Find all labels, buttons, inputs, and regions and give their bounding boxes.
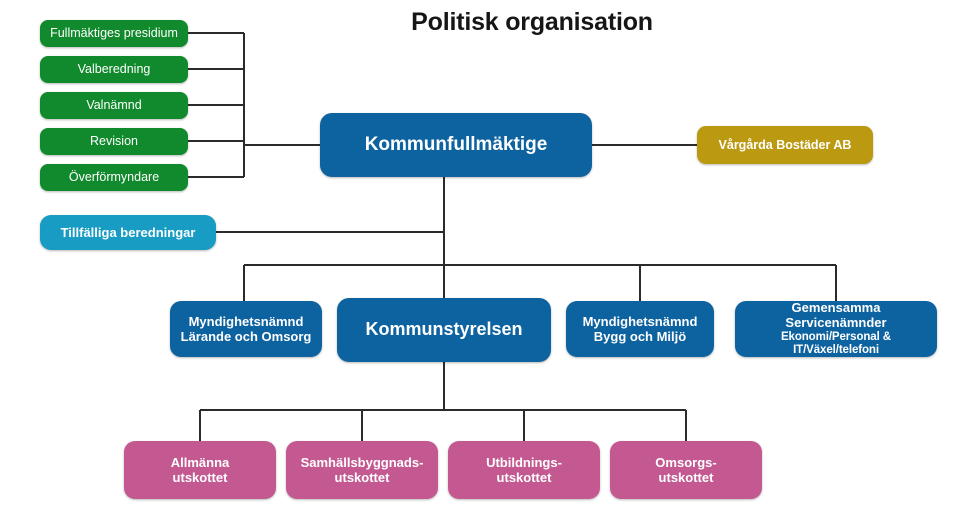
node-label: Valnämnd [86,98,142,113]
node-label-line2: Lärande och Omsorg [180,329,312,344]
node-label: Revision [90,134,138,149]
node-valnamnd[interactable]: Valnämnd [40,92,188,119]
node-label-line1: Omsorgs- [655,454,717,470]
node-vargarda-bostader-ab[interactable]: Vårgårda Bostäder AB [697,126,873,164]
node-kommunfullmaktige[interactable]: Kommunfullmäktige [320,113,592,177]
node-tillfalliga-beredningar[interactable]: Tillfälliga beredningar [40,215,216,250]
node-utbildnings-utskottet[interactable]: Utbildnings- utskottet [448,441,600,499]
node-label-line1: Gemensamma Servicenämnder [785,300,887,331]
node-overformyndare[interactable]: Överförmyndare [40,164,188,191]
node-label: Valberedning [77,62,151,77]
node-label: Kommunstyrelsen [365,319,523,340]
node-label-line1: Utbildnings- [486,454,562,470]
node-label-line1: Samhällsbyggnads- [300,454,424,470]
node-label-line1: Myndighetsnämnd [188,313,304,329]
node-kommunstyrelsen[interactable]: Kommunstyrelsen [337,298,551,362]
node-myndighetsnamnd-bygg-och-miljo[interactable]: Myndighetsnämnd Bygg och Miljö [566,301,714,357]
node-label-line2: utskottet [334,470,390,485]
node-samhallsbyggnads-utskottet[interactable]: Samhällsbyggnads- utskottet [286,441,438,499]
node-label-line2: utskottet [496,470,552,485]
node-fullmaktiges-presidium[interactable]: Fullmäktiges presidium [40,20,188,47]
node-gemensamma-servicenamnder[interactable]: Gemensamma Servicenämnder Ekonomi/Person… [735,300,937,357]
node-label: Tillfälliga beredningar [60,224,196,240]
node-label-line2: utskottet [172,470,228,485]
node-valberedning[interactable]: Valberedning [40,56,188,83]
node-label-line2: Ekonomi/Personal & IT/Växel/telefoni [780,330,892,357]
node-label-line1: Allmänna [170,454,230,470]
node-omsorgs-utskottet[interactable]: Omsorgs- utskottet [610,441,762,499]
node-myndighetsnamnd-larande-och-omsorg[interactable]: Myndighetsnämnd Lärande och Omsorg [170,301,322,357]
node-label-line2: Bygg och Miljö [593,329,687,344]
node-label: Överförmyndare [68,170,160,185]
node-label: Kommunfullmäktige [364,133,548,155]
node-allmanna-utskottet[interactable]: Allmänna utskottet [124,441,276,499]
page-title: Politisk organisation [411,8,653,36]
node-label-line1: Myndighetsnämnd [582,313,698,329]
node-label-line2: utskottet [658,470,714,485]
node-label: Fullmäktiges presidium [50,26,178,41]
node-revision[interactable]: Revision [40,128,188,155]
node-label: Vårgårda Bostäder AB [718,137,852,152]
